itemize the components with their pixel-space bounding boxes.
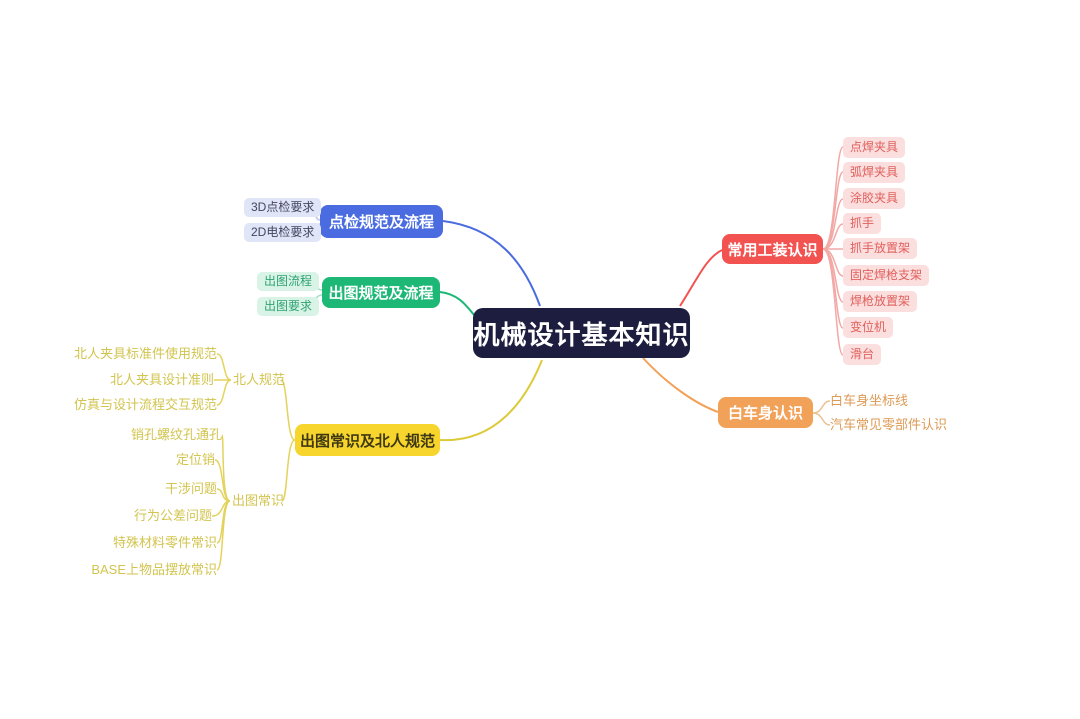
subtopic-beiren-fixture-design-rules[interactable]: 北人夹具设计准则: [109, 372, 214, 387]
connector-tooling-child: [822, 223, 844, 250]
subtopic-2d-inspection-req[interactable]: 2D电检要求: [244, 223, 322, 242]
branch-common-tooling-topic[interactable]: 常用工装认识: [722, 234, 823, 264]
subtopic-glue-fixture[interactable]: 涂胶夹具: [843, 188, 906, 209]
subtopic-gripper[interactable]: 抓手: [843, 213, 882, 234]
subtopic-simulation-design-interaction-spec[interactable]: 仿真与设计流程交互规范: [73, 397, 217, 412]
subtopic-interference-issues[interactable]: 干涉问题: [164, 481, 217, 496]
connector-tooling-child: [822, 198, 844, 250]
connector-changshi-child: [214, 459, 231, 502]
subtopic-drawing-process[interactable]: 出图流程: [257, 272, 320, 291]
connector-tooling: [679, 249, 723, 307]
connector-tooling-child: [822, 248, 844, 303]
connector-changshi-child: [221, 434, 231, 502]
connector-changshi-child: [216, 500, 231, 571]
connector-changshi-child: [216, 488, 231, 502]
root-topic[interactable]: 机械设计基本知识: [473, 308, 690, 358]
subtopic-3d-inspection-req[interactable]: 3D点检要求: [244, 198, 322, 217]
subtopic-beiren-std-parts-spec[interactable]: 北人夹具标准件使用规范: [73, 346, 217, 361]
subtopic-special-material-parts[interactable]: 特殊材料零件常识: [112, 535, 217, 550]
subtopic-locating-pin[interactable]: 定位销: [175, 452, 215, 467]
connector-beiren-child: [216, 379, 232, 406]
connector-biw-child: [812, 400, 831, 414]
connector-tooling-child: [822, 146, 844, 250]
connector-biw: [642, 357, 719, 413]
connector-changshi-child: [216, 500, 231, 544]
connector-beiren-group: [280, 379, 296, 441]
connector-tooling-child: [822, 248, 844, 356]
connector-tooling-child: [822, 248, 844, 277]
connector-changshi-group: [281, 439, 296, 502]
branch-drawing-spec-topic[interactable]: 出图规范及流程: [322, 277, 440, 308]
group-drawing-common-sense-topic[interactable]: 出图常识: [232, 493, 285, 508]
connector-changshi-child: [211, 500, 231, 517]
branch-inspection-topic[interactable]: 点检规范及流程: [320, 205, 443, 238]
connector-biw-child: [812, 412, 831, 426]
subtopic-drawing-requirements[interactable]: 出图要求: [257, 297, 320, 316]
subtopic-tolerance-issues[interactable]: 行为公差问题: [133, 508, 212, 523]
subtopic-arc-weld-fixture[interactable]: 弧焊夹具: [843, 162, 906, 183]
connector-drawing: [439, 291, 475, 316]
subtopic-pin-thread-through-holes[interactable]: 销孔螺纹孔通孔: [130, 427, 222, 442]
connector-inspection: [442, 220, 541, 307]
subtopic-spot-weld-fixture[interactable]: 点焊夹具: [843, 137, 906, 158]
connector-knowledge: [439, 359, 543, 442]
subtopic-gripper-rack[interactable]: 抓手放置架: [843, 238, 918, 259]
connector-tooling-child: [822, 171, 844, 250]
subtopic-fixed-gun-bracket[interactable]: 固定焊枪支架: [843, 265, 930, 286]
subtopic-slide-table[interactable]: 滑台: [843, 344, 882, 365]
group-beiren-spec-topic[interactable]: 北人规范: [233, 372, 286, 387]
branch-biw-topic[interactable]: 白车身认识: [718, 397, 813, 428]
subtopic-gun-rack[interactable]: 焊枪放置架: [843, 291, 918, 312]
subtopic-biw-coordinate-line[interactable]: 白车身坐标线: [830, 393, 909, 408]
branch-drawing-knowledge-topic[interactable]: 出图常识及北人规范: [295, 424, 440, 456]
subtopic-base-placement-sense[interactable]: BASE上物品摆放常识: [91, 562, 217, 577]
connector-tooling-child: [822, 248, 844, 329]
subtopic-positioner[interactable]: 变位机: [843, 317, 894, 338]
connector-beiren-child: [216, 353, 232, 381]
subtopic-car-common-parts[interactable]: 汽车常见零部件认识: [830, 417, 948, 432]
